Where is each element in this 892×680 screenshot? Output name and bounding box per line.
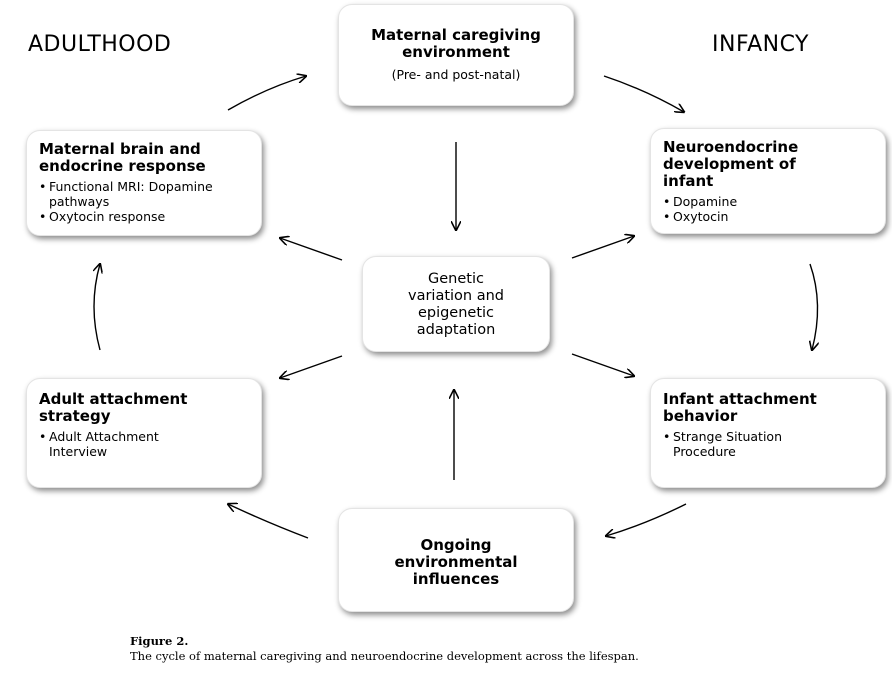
- stage-label-infancy: INFANCY: [712, 32, 809, 57]
- node-title: Ongoing environmental influences: [394, 536, 518, 588]
- arrow-right-upper-to-right-lower: [810, 263, 818, 350]
- arrow-right-lower-to-bottom: [606, 503, 687, 536]
- node-maternal-brain-endocrine-response: Maternal brain and endocrine response Fu…: [26, 130, 262, 236]
- bullet-item: Adult Attachment Interview: [39, 429, 199, 459]
- stage-label-adulthood: ADULTHOOD: [28, 32, 172, 57]
- node-ongoing-environmental-influences: Ongoing environmental influences: [338, 508, 574, 612]
- node-title: Maternal brain and endocrine response: [39, 140, 206, 175]
- node-subtitle: (Pre- and post-natal): [391, 67, 521, 82]
- node-genetic-variation-epigenetic-adaptation: Genetic variation and epigenetic adaptat…: [362, 256, 550, 352]
- arrow-left-upper-to-top: [227, 76, 306, 111]
- node-maternal-caregiving-environment: Maternal caregiving environment (Pre- an…: [338, 4, 574, 106]
- arrow-center-to-right-lower: [571, 353, 634, 376]
- node-infant-attachment-behavior: Infant attachment behavior Strange Situa…: [650, 378, 886, 488]
- bullet-item: Oxytocin: [663, 209, 873, 224]
- node-adult-attachment-strategy: Adult attachment strategy Adult Attachme…: [26, 378, 262, 488]
- node-bullets: Functional MRI: Dopamine pathways Oxytoc…: [39, 179, 219, 224]
- node-neuroendocrine-development: Neuroendocrine development of infant Dop…: [650, 128, 886, 234]
- arrow-bottom-to-left-lower: [228, 504, 309, 539]
- arrow-top-to-right-upper: [603, 75, 684, 112]
- bullet-item: Oxytocin response: [39, 209, 219, 224]
- caption-text: The cycle of maternal caregiving and neu…: [130, 649, 639, 663]
- arrow-left-lower-to-left-upper: [94, 264, 100, 351]
- node-title: Maternal caregiving environment: [371, 26, 541, 61]
- node-title: Adult attachment strategy: [39, 390, 188, 425]
- node-bullets: Dopamine Oxytocin: [663, 194, 873, 224]
- node-bullets: Adult Attachment Interview: [39, 429, 199, 459]
- node-title: Infant attachment behavior: [663, 390, 817, 425]
- arrow-center-to-left-upper: [280, 238, 343, 261]
- arrow-center-to-left-lower: [280, 355, 343, 378]
- bullet-item: Strange Situation Procedure: [663, 429, 813, 459]
- bullet-item: Functional MRI: Dopamine pathways: [39, 179, 219, 209]
- figure-label: Figure 2.: [130, 634, 189, 648]
- bullet-item: Dopamine: [663, 194, 873, 209]
- node-bullets: Strange Situation Procedure: [663, 429, 813, 459]
- arrow-center-to-right-upper: [571, 236, 634, 259]
- figure-caption: Figure 2. The cycle of maternal caregivi…: [130, 634, 639, 664]
- node-title: Neuroendocrine development of infant: [663, 138, 799, 190]
